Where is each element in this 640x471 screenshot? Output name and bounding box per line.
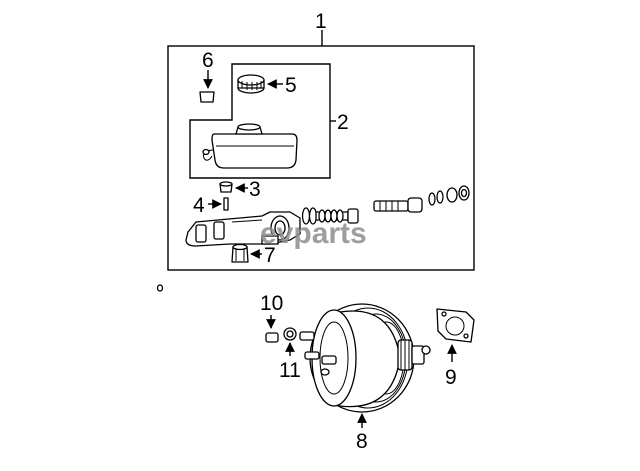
bushing-7	[231, 243, 249, 263]
callout-10: 10	[260, 292, 283, 315]
callout-6: 6	[202, 49, 214, 72]
reservoir-box	[189, 63, 331, 179]
reservoir-tank	[202, 123, 298, 169]
callout-11: 11	[279, 359, 301, 382]
gasket-9	[436, 308, 475, 343]
piston-seals	[428, 185, 470, 206]
callout-5: 5	[285, 74, 297, 97]
callout-8: 8	[356, 430, 368, 453]
callout-7: 7	[264, 244, 276, 267]
callout-9: 9	[445, 366, 457, 389]
callout-1: 1	[315, 10, 327, 33]
reservoir-cap-5	[237, 74, 265, 94]
secondary-piston	[373, 197, 423, 213]
master-cylinder-body	[185, 211, 301, 247]
primary-piston	[301, 207, 359, 225]
callout-3: 3	[249, 178, 261, 201]
pin-4	[223, 197, 229, 211]
callout-4: 4	[193, 194, 205, 217]
grommet-6	[199, 91, 215, 103]
vacuum-hose-10	[156, 284, 279, 343]
brake-booster-8	[299, 303, 431, 413]
seal-3	[219, 181, 233, 193]
assembly-box	[167, 45, 475, 271]
callout-2: 2	[337, 111, 349, 134]
grommet-11	[283, 327, 297, 341]
watermark: evparts	[260, 217, 367, 250]
